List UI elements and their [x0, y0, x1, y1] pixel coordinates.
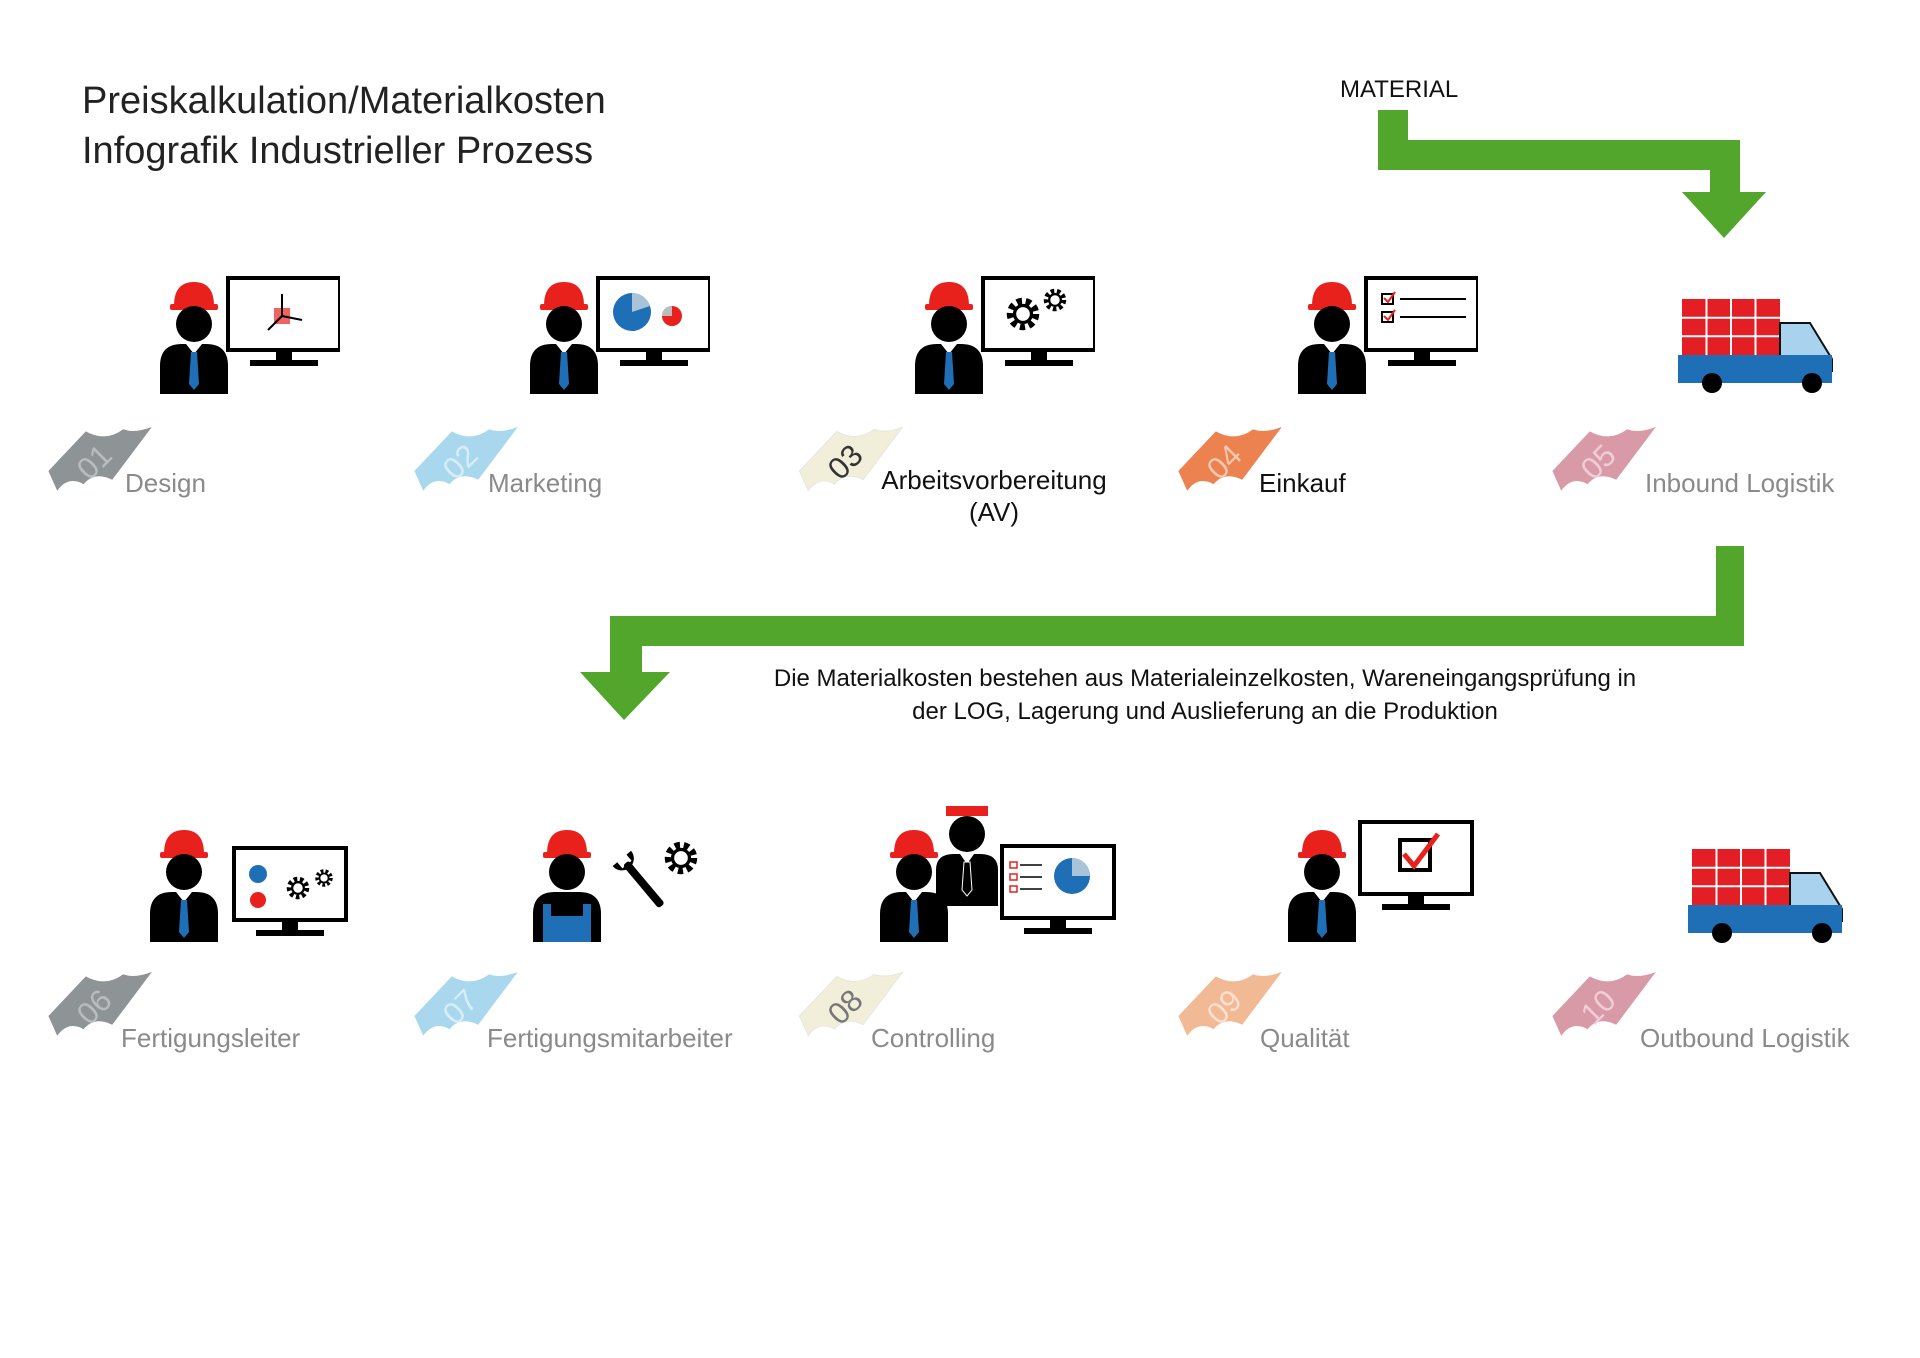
worker-gears-monitor-icon — [915, 276, 1095, 394]
step-label: Marketing — [488, 468, 603, 498]
worker-pie-chart-monitor-icon — [530, 276, 710, 394]
worker-checklist-monitor-icon — [1298, 276, 1478, 394]
material-cost-note: Die Materialkosten bestehen aus Material… — [690, 662, 1720, 728]
worker-3d-design-monitor-icon — [160, 276, 340, 394]
step-label: Qualität — [1260, 1023, 1350, 1053]
page-title: Preiskalkulation/Materialkosten Infograf… — [82, 76, 606, 176]
worker-chart-gears-monitor-icon — [150, 830, 348, 942]
number-tag-02: 02 — [414, 427, 518, 491]
number-tag-04: 04 — [1178, 427, 1282, 491]
note-line-1: Die Materialkosten bestehen aus Material… — [773, 665, 1637, 692]
title-line-2: Infografik Industrieller Prozess — [82, 130, 594, 172]
step-label: Controlling — [871, 1023, 996, 1053]
two-workers-report-monitor-icon — [880, 806, 1116, 942]
step-label: Outbound Logistik — [1640, 1023, 1850, 1053]
worker-overalls-wrench-gear-icon — [533, 830, 713, 942]
material-label: MATERIAL — [1340, 76, 1459, 103]
number-tag-08: 08 — [798, 971, 904, 1037]
number-tag-01: 01 — [48, 427, 152, 491]
worker-checkbox-monitor-icon — [1288, 820, 1474, 942]
step-label-line-2: (AV) — [968, 497, 1020, 527]
number-tag-05: 05 — [1552, 427, 1656, 491]
number-tag-06: 06 — [48, 972, 152, 1036]
number-tag-07: 07 — [414, 972, 518, 1036]
delivery-truck-icon — [1677, 298, 1833, 394]
material-arrow — [1378, 110, 1766, 238]
note-line-2: der LOG, Lagerung und Auslieferung an di… — [912, 698, 1498, 725]
title-line-1: Preiskalkulation/Materialkosten — [82, 80, 606, 122]
step-label: Fertigungsleiter — [121, 1023, 301, 1053]
step-label: Einkauf — [1259, 468, 1346, 498]
step-label-line-1: Arbeitsvorbereitung — [881, 465, 1107, 495]
number-tag-03: 03 — [798, 426, 904, 492]
step-label: Design — [125, 468, 206, 498]
delivery-truck-icon — [1687, 848, 1843, 944]
step-label: Arbeitsvorbereitung (AV) — [874, 464, 1114, 528]
number-tag-10: 10 — [1552, 972, 1656, 1036]
step-label: Inbound Logistik — [1645, 468, 1835, 498]
step-label: Fertigungsmitarbeiter — [487, 1023, 733, 1053]
number-tag-09: 09 — [1178, 972, 1282, 1036]
